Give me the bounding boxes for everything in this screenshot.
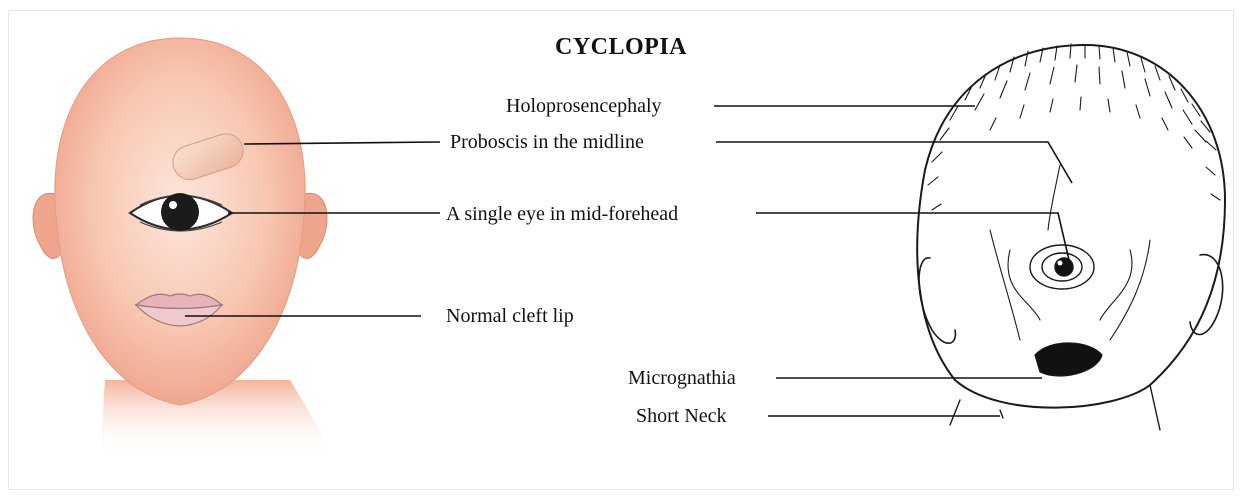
sketch-eye xyxy=(1030,245,1094,289)
label-single-eye: A single eye in mid-forehead xyxy=(446,203,678,225)
label-cleft-lip: Normal cleft lip xyxy=(446,305,574,327)
leader-single-eye-right xyxy=(756,213,1070,264)
label-micrognathia: Micrognathia xyxy=(628,367,736,389)
face-contours xyxy=(990,165,1150,340)
sketched-head xyxy=(917,44,1225,430)
label-holoprosencephaly: Holoprosencephaly xyxy=(506,95,662,117)
label-proboscis: Proboscis in the midline xyxy=(450,131,644,153)
leader-proboscis-right xyxy=(716,142,1072,183)
colored-head xyxy=(33,38,335,455)
sketch-mouth xyxy=(1035,343,1102,376)
hair-strokes xyxy=(928,44,1220,210)
label-short-neck: Short Neck xyxy=(636,405,727,427)
